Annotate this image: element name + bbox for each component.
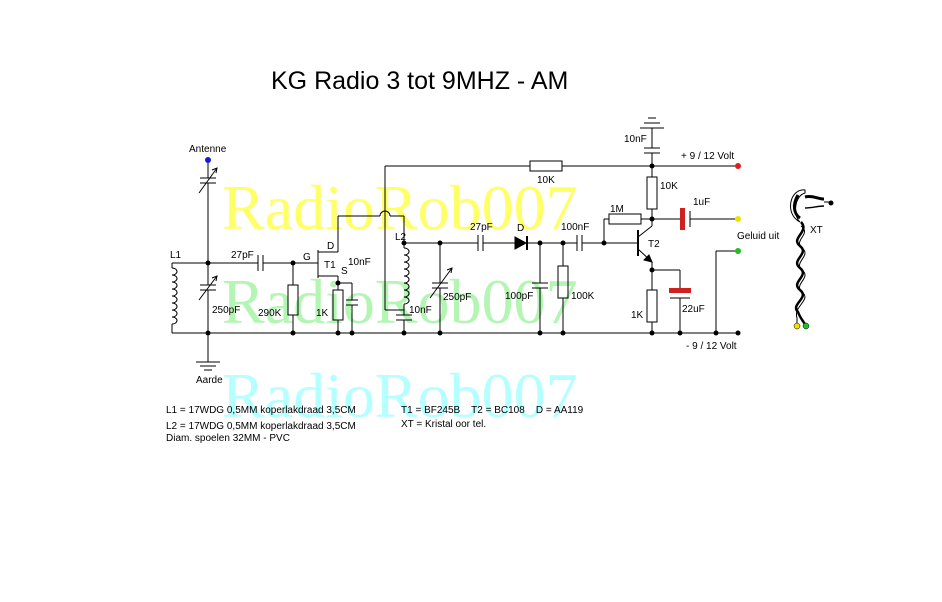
label-10k-collector: 10K — [660, 181, 678, 192]
label-22uf: 22uF — [682, 304, 705, 315]
label-10nf-l2: 10nF — [409, 305, 432, 316]
antenna-trimmer — [198, 167, 218, 194]
note-parts: T1 = BF245B T2 = BC108 D = AA119 — [401, 405, 584, 416]
earpiece-xt — [790, 189, 806, 223]
schematic-title: KG Radio 3 tot 9MHZ - AM — [271, 67, 569, 95]
tuning-capacitor-1 — [198, 275, 218, 301]
resistor-100k — [557, 265, 569, 299]
electrolytic-1uf-plate — [680, 208, 685, 230]
electrolytic-22uf-plate — [669, 288, 691, 293]
watermark-top: RadioRob007 — [222, 172, 578, 243]
note-diameter: Diam. spoelen 32MM - PVC — [166, 433, 290, 444]
junctions — [205, 163, 834, 336]
earpiece-cable — [794, 221, 808, 327]
tuning-capacitor-2 — [429, 267, 453, 299]
watermark-middle: RadioRob007 — [222, 266, 578, 337]
coil-l1 — [171, 267, 178, 325]
diode-aa119 — [514, 236, 528, 250]
audio-ground-terminal — [735, 248, 741, 254]
label-t2: T2 — [648, 239, 660, 250]
resistor-1k-emitter — [646, 289, 658, 323]
label-10k-supply: 10K — [537, 175, 555, 186]
label-10nf-source: 10nF — [348, 257, 371, 268]
label-1m: 1M — [610, 204, 624, 215]
label-100pf: 100pF — [505, 291, 533, 302]
label-source: S — [341, 266, 348, 277]
note-xt: XT = Kristal oor tel. — [401, 419, 487, 430]
resistor-10k-collector — [646, 176, 658, 210]
label-l1: L1 — [170, 250, 182, 261]
label-drain: D — [327, 241, 334, 252]
label-1k-emitter: 1K — [631, 310, 644, 321]
label-geluid-uit: Geluid uit — [737, 231, 779, 242]
resistor-290k — [287, 284, 299, 316]
label-250pf-1: 250pF — [212, 305, 240, 316]
label-gate: G — [303, 252, 311, 263]
audio-output-terminal — [735, 216, 741, 222]
label-l2: L2 — [395, 232, 407, 243]
label-supply-positive: + 9 / 12 Volt — [681, 151, 734, 162]
coil-l2 — [403, 247, 410, 305]
label-100nf: 100nF — [561, 222, 589, 233]
resistor-1m — [608, 213, 642, 225]
label-antenne: Antenne — [189, 144, 227, 155]
label-27pf-input: 27pF — [231, 250, 254, 261]
label-xt: XT — [810, 225, 823, 236]
earpiece-lead-green — [802, 322, 810, 330]
label-1uf: 1uF — [693, 197, 710, 208]
label-10nf-top: 10nF — [624, 134, 647, 145]
label-t1: T1 — [324, 260, 336, 271]
resistor-1k-source — [332, 289, 344, 321]
note-l2: L2 = 17WDG 0,5MM koperlakdraad 3,5CM — [166, 421, 356, 432]
label-100k: 100K — [571, 291, 595, 302]
antenna-terminal — [205, 157, 211, 163]
label-aarde: Aarde — [196, 375, 223, 386]
label-250pf-2: 250pF — [443, 292, 471, 303]
label-27pf-coupling: 27pF — [470, 222, 493, 233]
label-supply-negative: - 9 / 12 Volt — [686, 341, 737, 352]
resistor-10k-supply — [529, 160, 563, 172]
label-diode: D — [517, 223, 524, 234]
supply-positive-terminal — [735, 163, 741, 169]
earpiece-lead-yellow — [793, 322, 801, 330]
watermark-bottom: RadioRob007 — [222, 360, 578, 431]
note-l1: L1 = 17WDG 0,5MM koperlakdraad 3,5CM — [166, 405, 356, 416]
label-290k: 290K — [258, 308, 282, 319]
label-1k-source: 1K — [316, 308, 329, 319]
